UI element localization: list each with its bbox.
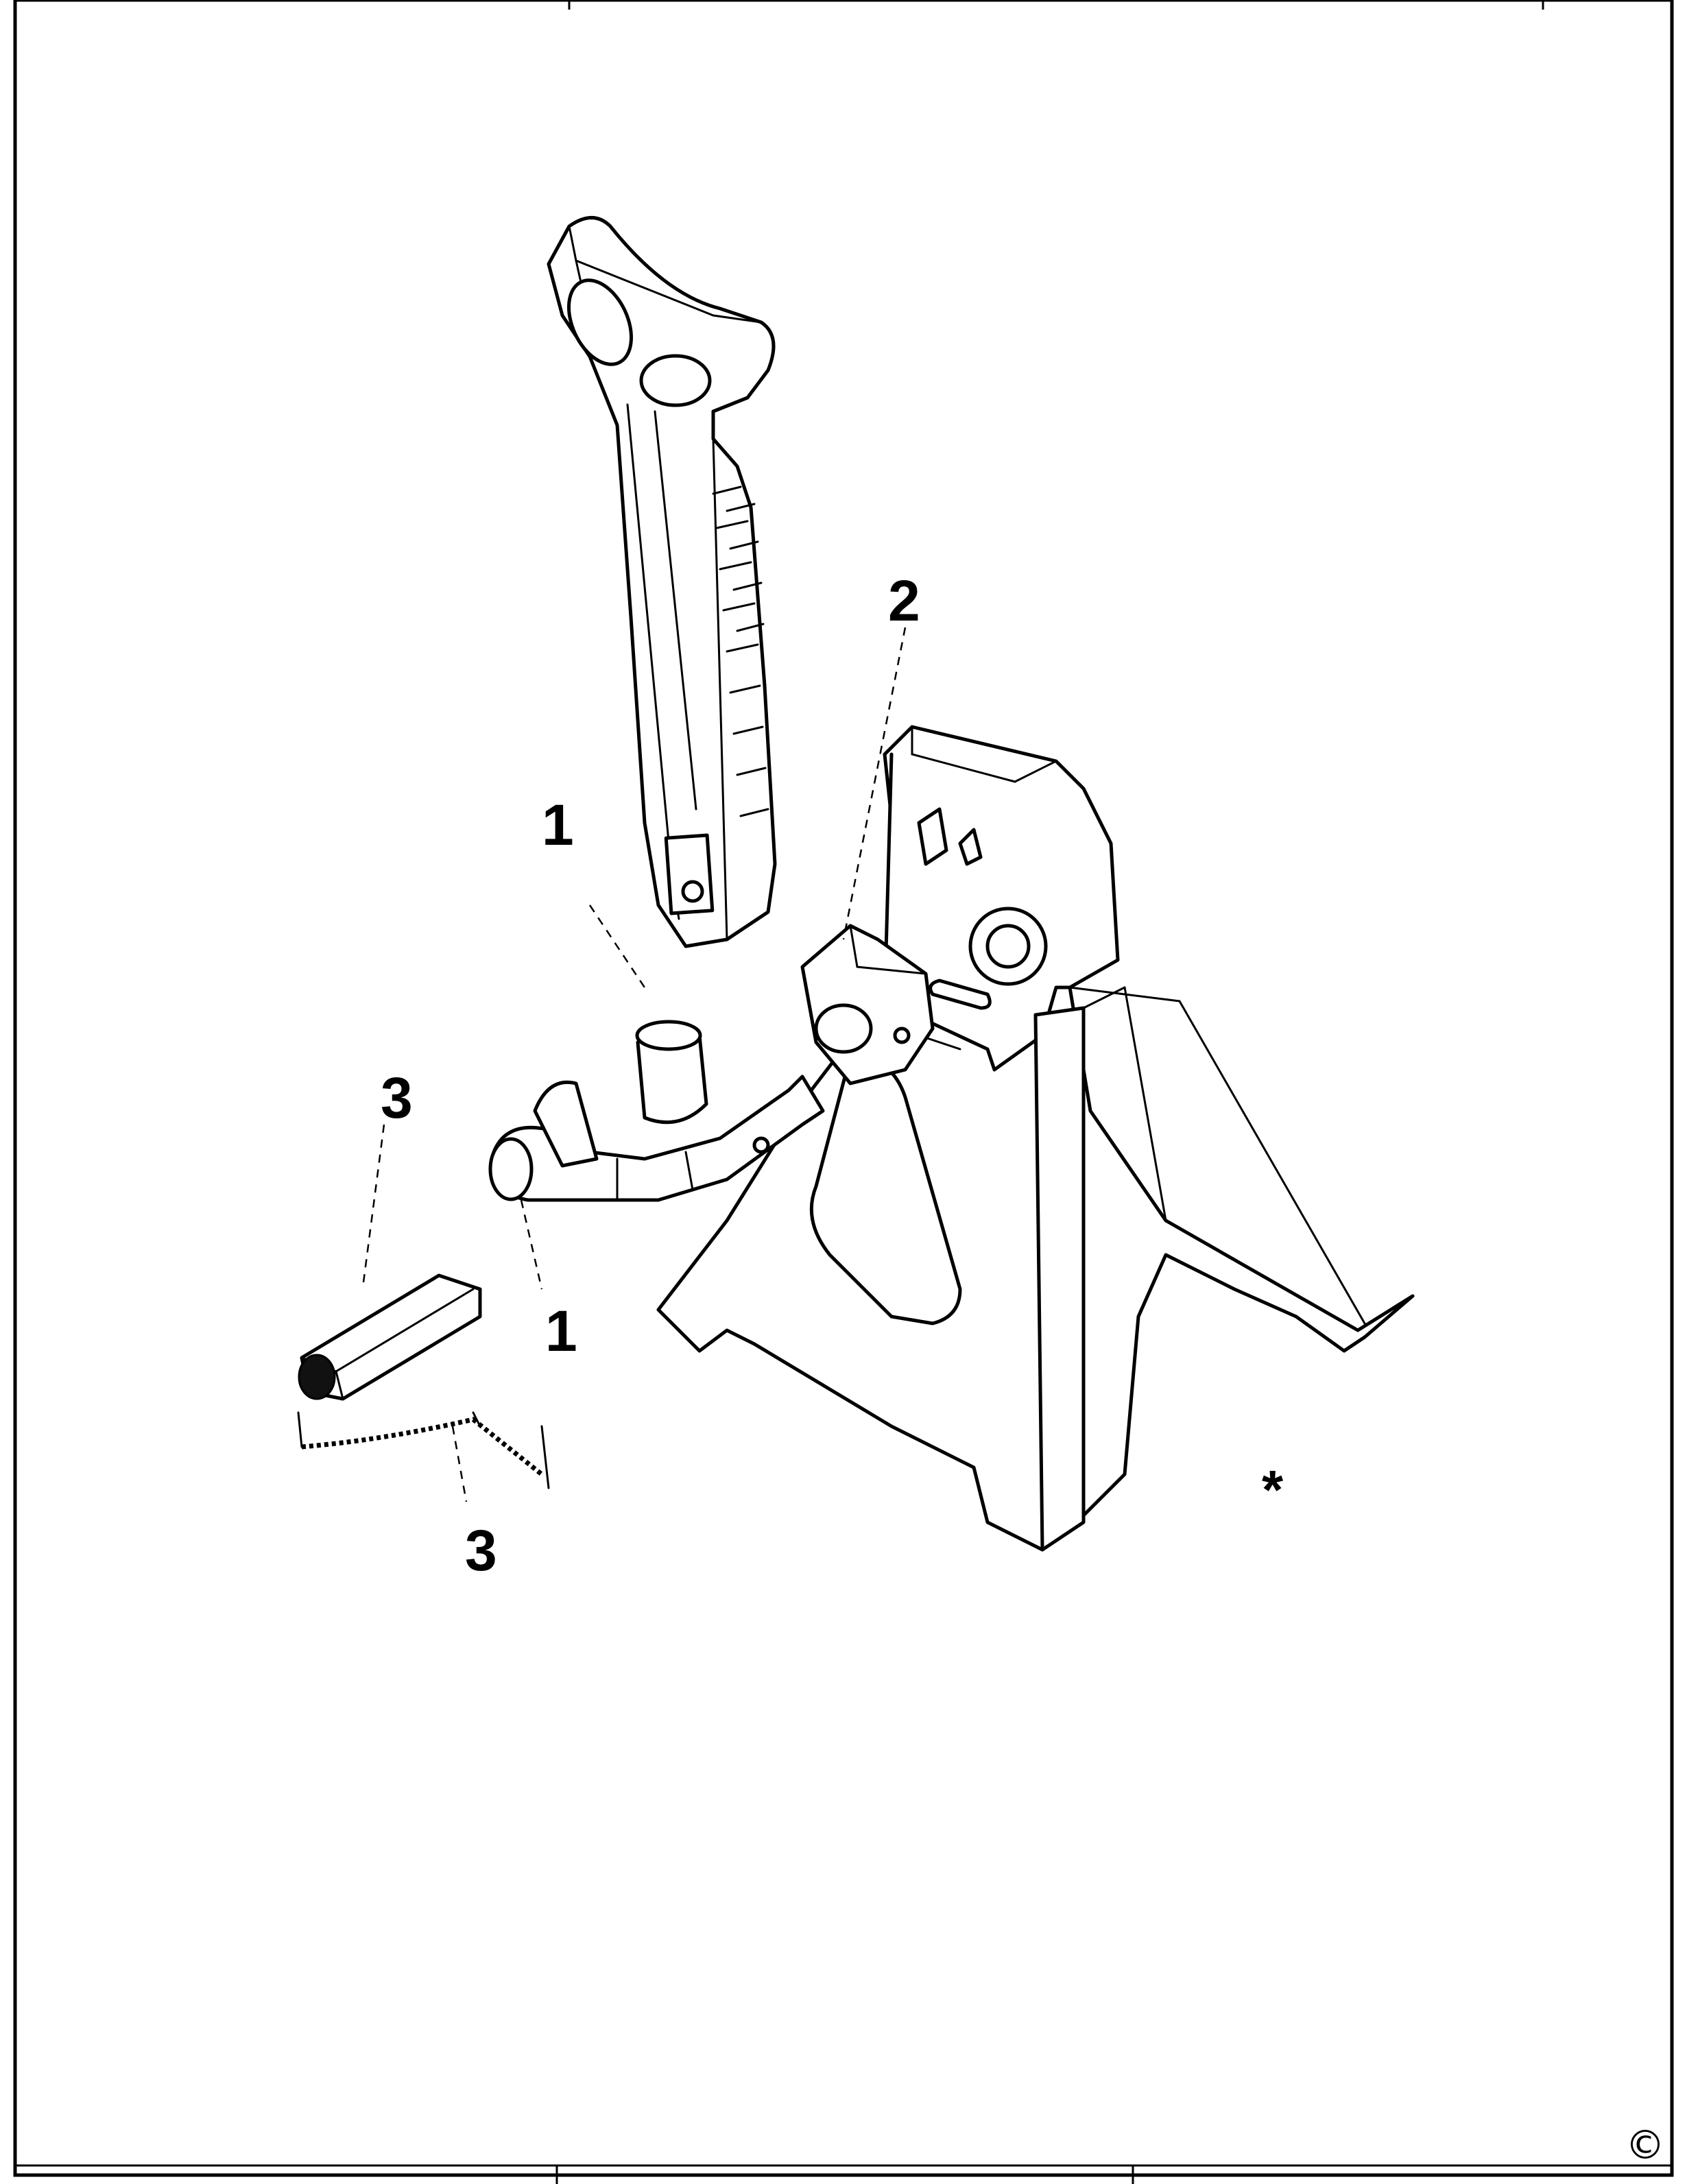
callout-1-top: 1 — [542, 793, 574, 857]
jack-stand-base — [656, 725, 1415, 1552]
bush — [635, 1020, 708, 1125]
drawing-frame — [13, 0, 1674, 2184]
pivot-pin — [929, 979, 992, 1010]
callout-3-bottom: 3 — [465, 1518, 497, 1583]
callout-2: 2 — [888, 568, 920, 633]
copyright-symbol: © — [1625, 2122, 1665, 2168]
handle — [488, 1075, 825, 1202]
callout-3-left: 3 — [381, 1066, 413, 1130]
chain-and-pin — [297, 1411, 550, 1489]
pawl-block — [800, 924, 935, 1085]
leader-lines — [362, 627, 907, 1502]
callout-1-middle: 1 — [545, 1299, 577, 1363]
asterisk-mark: * — [1262, 1459, 1284, 1520]
ratchet-column — [547, 216, 777, 948]
square-bar — [298, 1273, 482, 1401]
